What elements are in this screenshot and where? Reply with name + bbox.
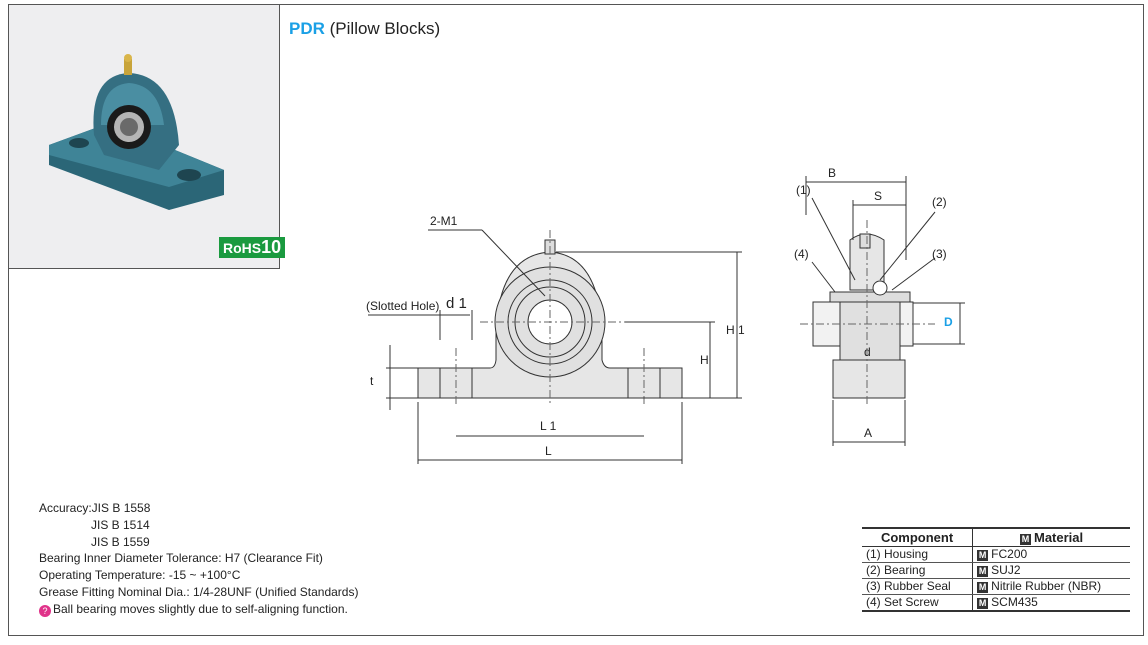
label-component-1: (1) <box>796 183 811 197</box>
note-temperature: Operating Temperature: -15 ~ +100°C <box>39 568 241 583</box>
label-component-4: (4) <box>794 247 809 261</box>
m-badge-icon: M <box>977 598 989 609</box>
note-tip: ?Ball bearing moves slightly due to self… <box>39 601 358 618</box>
page-title: PDR (Pillow Blocks) <box>289 19 440 39</box>
rohs-badge: RoHS10 <box>219 237 286 258</box>
label-s: S <box>874 189 882 203</box>
label-component-2: (2) <box>932 195 947 209</box>
page-frame <box>8 4 1144 636</box>
pillow-block-image <box>49 54 224 210</box>
note-tolerance: Bearing Inner Diameter Tolerance: H7 (Cl… <box>39 551 323 566</box>
label-d-outer: D <box>944 315 953 329</box>
label-b: B <box>828 166 836 180</box>
label-slotted-hole: (Slotted Hole) <box>366 299 439 313</box>
m-badge-icon: M <box>977 566 989 577</box>
header-component: Component <box>862 527 973 547</box>
product-photo: RoHS10 <box>9 5 286 269</box>
label-h: H <box>700 353 709 367</box>
m-badge-icon: M <box>1020 534 1031 545</box>
note-accuracy-2: JIS B 1514 <box>91 517 150 532</box>
label-2-m1: 2-M1 <box>430 214 458 228</box>
m-badge-icon: M <box>977 550 989 561</box>
label-l1: L 1 <box>540 419 557 433</box>
label-l: L <box>545 444 552 458</box>
product-name: (Pillow Blocks) <box>329 19 441 38</box>
tip-icon: ? <box>39 604 51 617</box>
product-code: PDR <box>289 19 325 38</box>
note-grease: Grease Fitting Nominal Dia.: 1/4-28UNF (… <box>39 584 359 599</box>
spec-notes: Accuracy:JIS B 1558 JIS B 1514 JIS B 155… <box>39 500 358 618</box>
label-component-3: (3) <box>932 247 947 261</box>
note-accuracy-3: JIS B 1559 <box>91 534 150 549</box>
label-d1: d 1 <box>446 295 467 312</box>
note-accuracy-1: Accuracy:JIS B 1558 <box>39 501 151 515</box>
label-a: A <box>864 426 872 440</box>
m-badge-icon: M <box>977 582 989 593</box>
label-t: t <box>370 374 374 388</box>
label-h1: H 1 <box>726 323 745 337</box>
label-d-inner: d <box>864 345 871 359</box>
